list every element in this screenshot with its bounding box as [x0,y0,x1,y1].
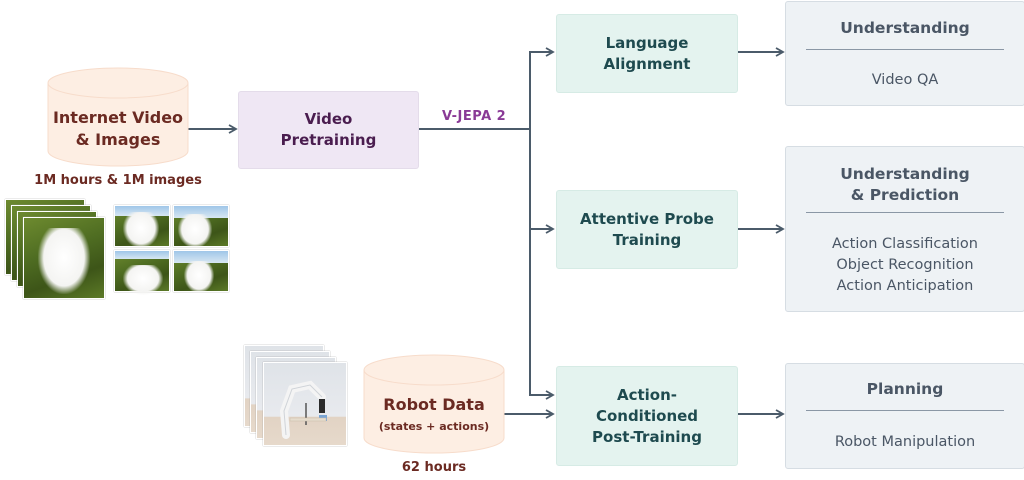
internet-data-title-line1: Internet Video [52,108,184,127]
planning-result-box: Planning Robot Manipulation [785,363,1024,469]
divider [806,410,1004,411]
robot-data-subtitle: (states + actions) [378,420,490,433]
robot-arm-icon [279,380,327,439]
action-conditioned-label: Action- Conditioned Post-Training [592,385,702,446]
result-item: Object Recognition [836,257,974,273]
internet-data-caption: 1M hours & 1M images [34,173,202,188]
cylinder-shape [47,67,189,167]
language-alignment-box: Language Alignment [556,14,738,93]
result-item: Robot Manipulation [834,434,976,450]
divider [806,49,1004,50]
result-item: Video QA [871,72,939,88]
internet-data-title-line2: & Images [75,130,161,149]
cylinder-shape [363,354,505,454]
prediction-title: Understanding & Prediction [840,165,970,204]
action-conditioned-box: Action- Conditioned Post-Training [556,366,738,466]
robot-data-caption: 62 hours [401,460,467,475]
result-item: Action Anticipation [836,278,974,294]
video-pretraining-label: Video Pretraining [280,110,377,149]
planning-title: Planning [866,380,944,398]
internet-data-cylinder: Internet Video & Images [47,67,189,167]
model-label: V-JEPA 2 [442,109,507,124]
attentive-probe-box: Attentive Probe Training [556,190,738,269]
robot-data-title: Robot Data [383,395,485,414]
divider [806,212,1004,213]
attentive-probe-label: Attentive Probe Training [580,209,714,249]
prediction-result-box: Understanding & Prediction Action Classi… [785,146,1024,312]
video-pretraining-box: Video Pretraining [238,91,419,169]
language-alignment-label: Language Alignment [603,33,691,73]
robot-data-cylinder: Robot Data (states + actions) [363,354,505,454]
result-item: Action Classification [832,236,978,252]
understanding-title: Understanding [840,19,970,37]
understanding-result-box: Understanding Video QA [785,1,1024,106]
